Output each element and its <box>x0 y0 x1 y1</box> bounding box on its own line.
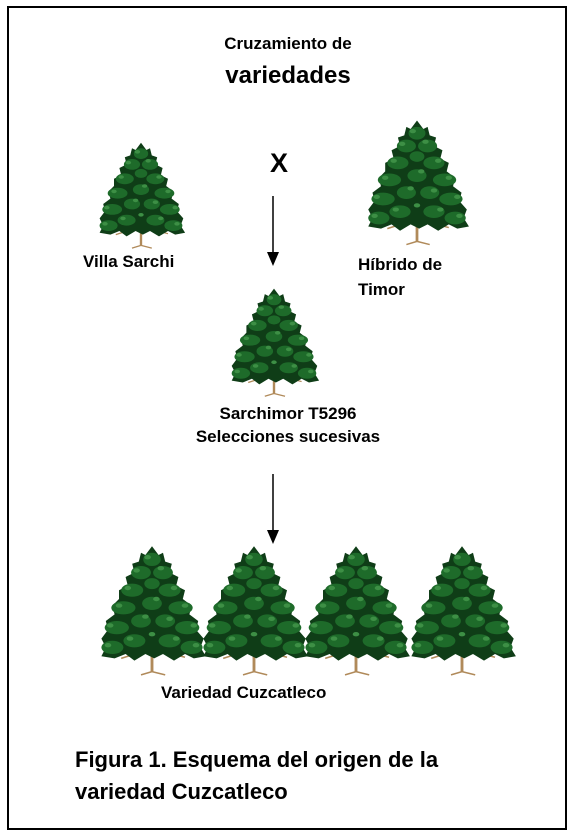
arrow-down-2 <box>267 474 279 544</box>
figure-caption: Figura 1. Esquema del origen de la varie… <box>75 744 438 808</box>
title-line-2: variedades <box>225 62 351 89</box>
label-hibrido-line-1: Híbrido de <box>358 255 443 274</box>
label-hibrido-de-timor: Híbrido de Timor <box>358 252 442 302</box>
label-sarchimor: Sarchimor T5296 Selecciones sucesivas <box>0 402 576 448</box>
cross-symbol: X <box>270 148 289 178</box>
tree-cuzcatleco-2 <box>198 544 310 676</box>
tree-sarchimor <box>228 286 320 398</box>
tree-villa-sarchi <box>96 136 186 254</box>
tree-cuzcatleco-4 <box>406 544 518 676</box>
tree-cuzcatleco-3 <box>300 544 412 676</box>
label-hibrido-line-2: Timor <box>358 280 405 299</box>
tree-cuzcatleco-1 <box>96 544 208 676</box>
arrow-down-1 <box>267 196 279 266</box>
label-variedad-cuzcatleco: Variedad Cuzcatleco <box>161 683 327 702</box>
title-line-1: Cruzamiento de <box>224 34 352 53</box>
tree-hibrido-de-timor <box>364 116 470 248</box>
label-villa-sarchi: Villa Sarchi <box>83 252 175 271</box>
figure-caption-line-1: Figura 1. Esquema del origen de la <box>75 747 439 772</box>
figure-caption-line-2: variedad Cuzcatleco <box>75 779 288 804</box>
label-sarchimor-line-1: Sarchimor T5296 <box>219 404 357 423</box>
label-sarchimor-line-2: Selecciones sucesivas <box>195 427 381 446</box>
figure-frame <box>7 6 567 830</box>
